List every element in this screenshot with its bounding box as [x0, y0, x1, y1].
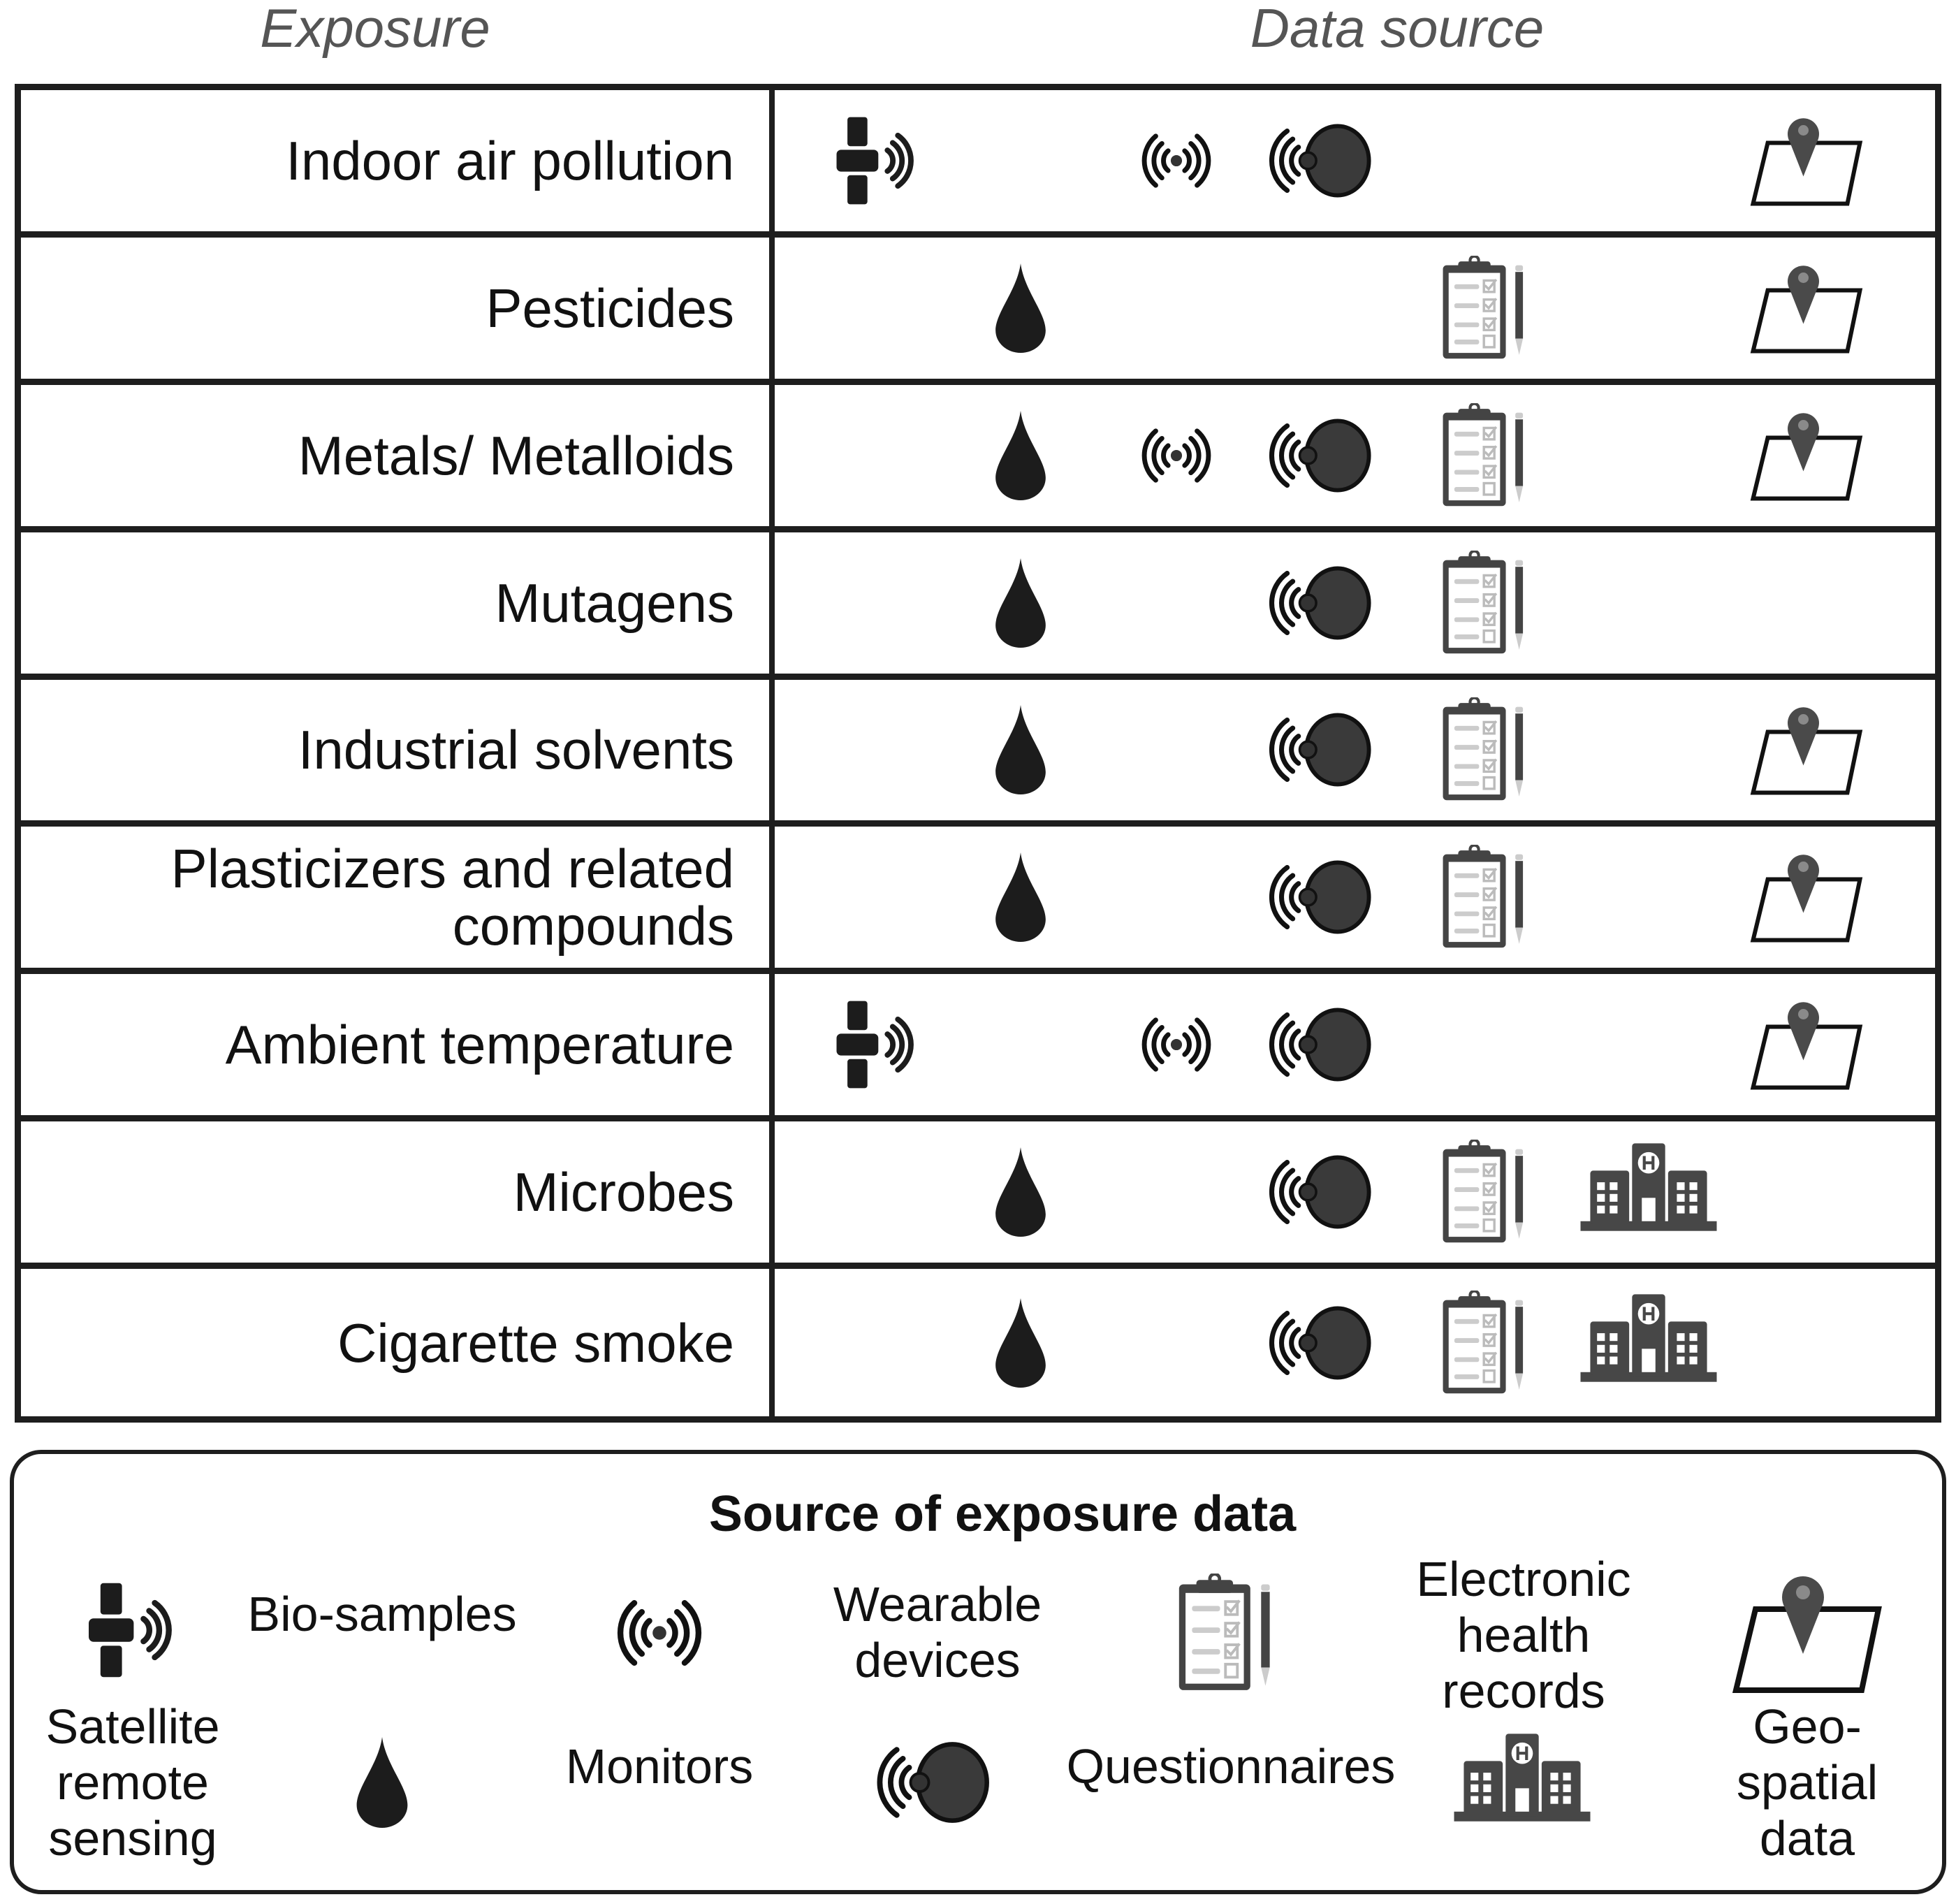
- wearable-sensor-icon: [1267, 1003, 1375, 1086]
- map-pin-icon: [1749, 408, 1864, 502]
- broadcast-monitor-icon: [1131, 415, 1222, 495]
- blood-drop-icon: [991, 1298, 1050, 1388]
- hospital-building-icon: [1581, 1143, 1717, 1241]
- wearable-sensor-icon: [1267, 1151, 1375, 1233]
- wearable-sensor-icon: [1267, 708, 1375, 791]
- hospital-building-icon: [1581, 1294, 1717, 1392]
- blood-drop-icon: [991, 558, 1050, 648]
- clipboard-checklist-icon: [1440, 403, 1538, 508]
- clipboard-checklist-icon: [1440, 1140, 1538, 1244]
- satellite-icon: [835, 999, 919, 1090]
- satellite-icon: [87, 1581, 178, 1679]
- map-pin-icon: [1749, 113, 1864, 208]
- hospital-building-icon: [1454, 1734, 1591, 1831]
- legend-box: Source of exposure data Satellite remote…: [10, 1450, 1946, 1894]
- table-row: Ambient temperature: [21, 974, 1935, 1122]
- wearable-sensor-icon: [1267, 562, 1375, 644]
- exposure-label: Pesticides: [21, 237, 775, 379]
- legend-label-wearable: Wearable devices: [833, 1577, 1042, 1687]
- clipboard-checklist-icon: [1440, 551, 1538, 655]
- legend-label-satellite: Satellite remote sensing: [45, 1699, 220, 1866]
- exposure-label: Cigarette smoke: [21, 1269, 775, 1416]
- legend-label-ehr: Electronic health records: [1416, 1552, 1631, 1718]
- exposure-label: Microbes: [21, 1121, 775, 1263]
- table-row: Cigarette smoke: [21, 1269, 1935, 1416]
- exposure-label: Indoor air pollution: [21, 90, 775, 231]
- table-row: Metals/ Metalloids: [21, 384, 1935, 532]
- clipboard-checklist-icon: [1440, 845, 1538, 950]
- broadcast-monitor-icon: [1131, 1005, 1222, 1085]
- legend-label-questionnaires: Questionnaires: [1066, 1739, 1396, 1794]
- wearable-sensor-icon: [1267, 119, 1375, 202]
- map-pin-icon: [1730, 1570, 1884, 1696]
- legend-label-monitors: Monitors: [565, 1739, 754, 1794]
- clipboard-checklist-icon: [1440, 1291, 1538, 1395]
- data-source-column-header: Data source: [1250, 0, 1545, 59]
- exposure-label: Ambient temperature: [21, 974, 775, 1116]
- clipboard-checklist-icon: [1175, 1574, 1287, 1692]
- legend-title: Source of exposure data: [708, 1486, 1297, 1542]
- legend-label-geo: Geo-spatial data: [1736, 1699, 1878, 1866]
- exposure-label: Industrial solvents: [21, 679, 775, 821]
- table-row: Pesticides: [21, 237, 1935, 385]
- legend-label-biosamples: Bio-samples: [247, 1587, 517, 1641]
- table-row: Mutagens: [21, 532, 1935, 680]
- blood-drop-icon: [991, 411, 1050, 500]
- table-row: Indoor air pollution: [21, 90, 1935, 238]
- blood-drop-icon: [991, 1147, 1050, 1237]
- exposure-column-header: Exposure: [260, 0, 490, 59]
- exposure-label: Plasticizers and related compounds: [21, 827, 775, 968]
- broadcast-monitor-icon: [604, 1584, 715, 1682]
- broadcast-monitor-icon: [1131, 120, 1222, 201]
- clipboard-checklist-icon: [1440, 697, 1538, 802]
- map-pin-icon: [1749, 998, 1864, 1092]
- exposure-label: Metals/ Metalloids: [21, 384, 775, 526]
- blood-drop-icon: [991, 263, 1050, 353]
- wearable-sensor-icon: [1267, 1302, 1375, 1384]
- map-pin-icon: [1749, 703, 1864, 797]
- table-row: Industrial solvents: [21, 679, 1935, 827]
- wearable-sensor-icon: [1267, 414, 1375, 497]
- blood-drop-icon: [991, 705, 1050, 794]
- map-pin-icon: [1749, 850, 1864, 945]
- blood-drop-icon: [991, 852, 1050, 942]
- wearable-sensor-icon: [1267, 856, 1375, 938]
- exposure-label: Mutagens: [21, 532, 775, 674]
- wearable-sensor-icon: [874, 1737, 993, 1828]
- table-row: Microbes: [21, 1121, 1935, 1270]
- map-pin-icon: [1749, 261, 1864, 355]
- clipboard-checklist-icon: [1440, 256, 1538, 361]
- satellite-icon: [835, 115, 919, 206]
- blood-drop-icon: [353, 1737, 411, 1828]
- table-row: Plasticizers and related compounds: [21, 827, 1935, 975]
